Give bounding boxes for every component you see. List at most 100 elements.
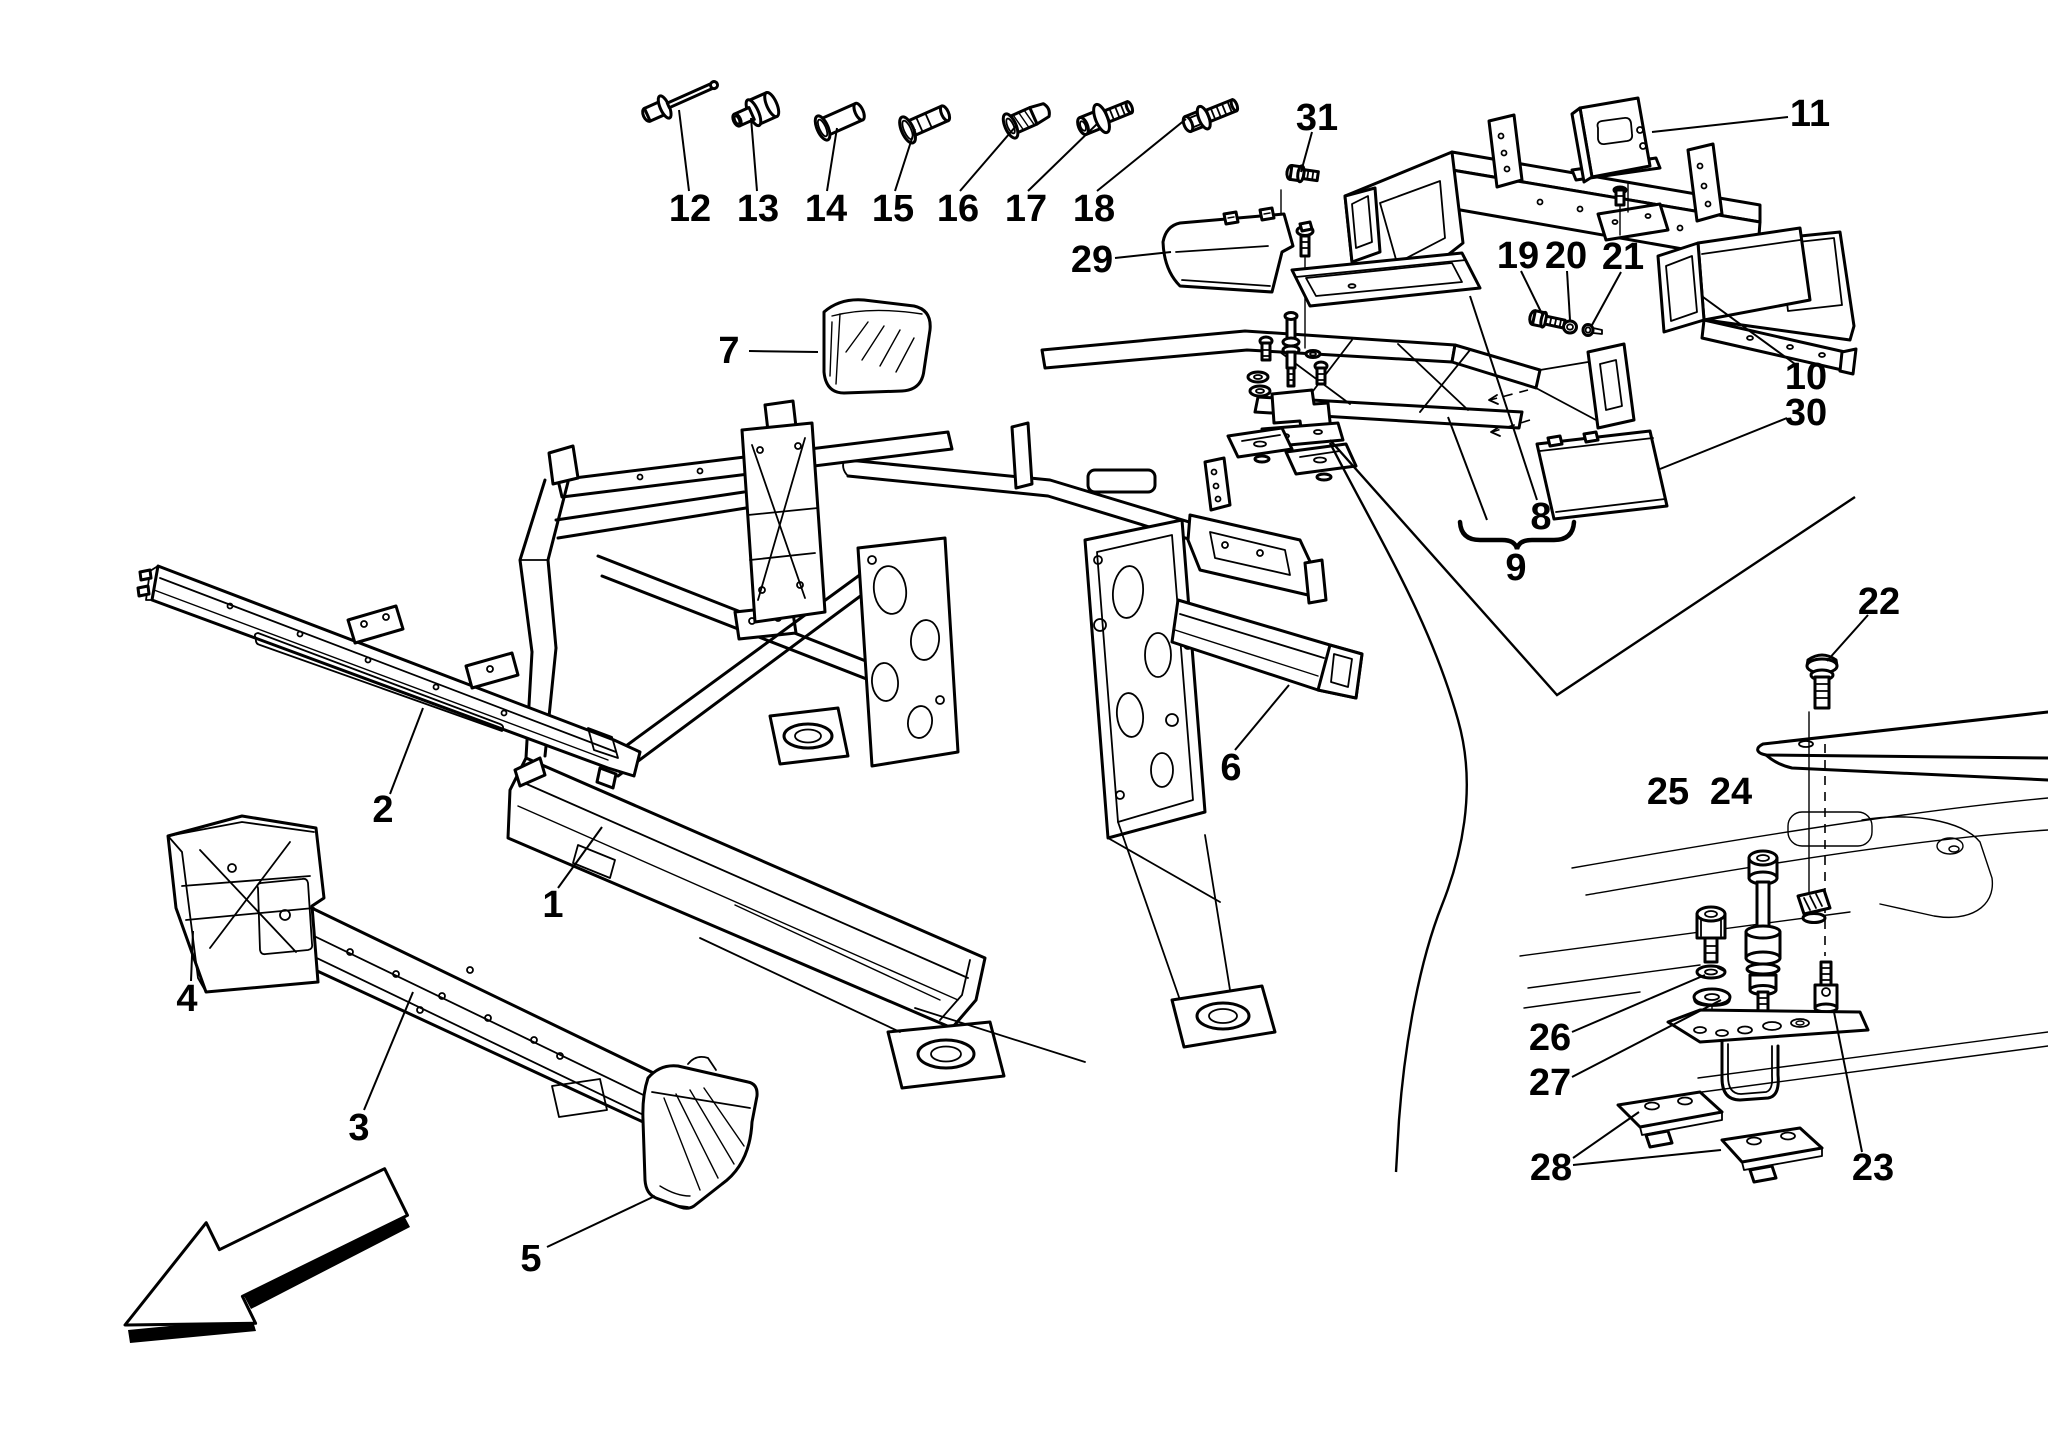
callout-18: 18 <box>1073 188 1115 230</box>
callout-26: 26 <box>1529 1017 1571 1059</box>
callout-19: 19 <box>1497 235 1539 277</box>
callout-12: 12 <box>669 188 711 230</box>
part-14-threaded-insert-icon <box>813 101 866 142</box>
direction-arrow-icon <box>123 1167 410 1343</box>
leader-line-8 <box>1469 295 1538 501</box>
callout-25: 25 <box>1647 771 1689 813</box>
crossmember-assembly <box>1343 113 1858 376</box>
leader-line-21 <box>1591 271 1622 326</box>
leader-line-28 <box>1572 1111 1640 1159</box>
callout-29: 29 <box>1071 239 1113 281</box>
leader-line-2 <box>389 707 424 795</box>
part-8-tray <box>1290 251 1482 308</box>
callout-16: 16 <box>937 188 979 230</box>
leader-lines <box>190 109 1869 1248</box>
leader-line-10 <box>1702 296 1796 365</box>
detail-view <box>1519 653 2048 1184</box>
leader-line-1 <box>557 826 603 889</box>
leader-line-20 <box>1566 270 1571 321</box>
leader-line-9 <box>1447 416 1488 521</box>
leader-line-17 <box>1027 122 1099 192</box>
detail-projection-lines <box>1328 439 1856 1173</box>
part-5-cap <box>641 1055 759 1210</box>
part-23-bolt-icon <box>1813 960 1839 1014</box>
callout-23: 23 <box>1852 1147 1894 1189</box>
callout-1: 1 <box>542 884 563 926</box>
part-17-screw-washer-icon <box>1076 100 1135 137</box>
leader-line-18 <box>1096 118 1187 192</box>
part-22-bolt-icon <box>1805 653 1839 710</box>
subframe-assembly <box>1040 220 1636 482</box>
leader-line-28 <box>1572 1149 1722 1166</box>
callout-27: 27 <box>1529 1062 1571 1104</box>
leader-line-22 <box>1826 614 1869 662</box>
part-30-panel <box>1535 429 1669 521</box>
callout-11: 11 <box>1790 93 1830 135</box>
leader-line-15 <box>894 128 916 192</box>
leader-line-3 <box>363 991 414 1111</box>
callout-24: 24 <box>1710 771 1752 813</box>
callout-2: 2 <box>372 789 393 831</box>
part-21-nut-icon <box>1581 323 1595 337</box>
callout-6: 6 <box>1220 747 1241 789</box>
leader-line-30 <box>1659 417 1788 470</box>
part-11-bracket <box>1570 96 1662 236</box>
part-2-rail <box>136 564 642 790</box>
part-24-25-stud-icon <box>1744 849 1782 1031</box>
callout-10: 10 <box>1785 356 1827 398</box>
crossmember-post-right <box>1686 142 1724 223</box>
leader-line-29 <box>1114 251 1172 259</box>
leader-line-31 <box>1300 131 1313 173</box>
callout-3: 3 <box>348 1107 369 1149</box>
leader-line-16 <box>959 125 1017 192</box>
part-19-bolt-icon <box>1528 309 1567 330</box>
leader-line-26 <box>1571 974 1706 1033</box>
part-15-push-rivet-icon <box>898 104 952 145</box>
part-1-main-frame <box>506 399 1328 1090</box>
part-29-panel <box>1161 206 1295 294</box>
leader-line-14 <box>826 127 838 192</box>
part-31-bolt-icon <box>1285 163 1320 184</box>
part-18-flange-bolt-icon <box>1181 98 1240 134</box>
part-4-bracket <box>166 814 326 994</box>
part-20-washer-icon <box>1562 319 1578 335</box>
part-6-tube <box>1170 598 1364 700</box>
callout-14: 14 <box>805 188 847 230</box>
subframe-end-plate <box>1586 342 1636 430</box>
callout-28: 28 <box>1530 1147 1572 1189</box>
callout-20: 20 <box>1545 235 1587 277</box>
part-26-27-bolt-washers-icon <box>1692 905 1732 1029</box>
part-12-rivet-icon <box>641 80 719 123</box>
hardware-19-20-21 <box>1528 309 1603 337</box>
leader-line-7 <box>748 350 819 353</box>
callout-8: 8 <box>1530 496 1551 538</box>
leader-line-23 <box>1833 1011 1863 1153</box>
part-10-tube <box>1656 226 1812 334</box>
callout-7: 7 <box>718 330 739 372</box>
callout-15: 15 <box>872 188 914 230</box>
leader-line-27 <box>1571 999 1722 1078</box>
callout-13: 13 <box>737 188 779 230</box>
leader-line-5 <box>546 1195 656 1248</box>
leader-line-19 <box>1520 270 1544 317</box>
callout-9: 9 <box>1505 547 1526 589</box>
leader-line-6 <box>1234 684 1290 751</box>
part-13-rivet-nut-icon <box>731 90 781 128</box>
detail-u-bracket <box>1720 1040 1780 1102</box>
callout-30: 30 <box>1785 392 1827 434</box>
callout-22: 22 <box>1858 581 1900 623</box>
callout-31: 31 <box>1296 97 1338 139</box>
callout-5: 5 <box>520 1238 541 1280</box>
callout-17: 17 <box>1005 188 1047 230</box>
leader-line-13 <box>750 117 758 192</box>
leader-line-4 <box>190 930 194 982</box>
callout-4: 4 <box>176 978 197 1020</box>
leader-line-12 <box>678 109 690 192</box>
subframe-stud-icon <box>1281 311 1301 388</box>
leader-line-11 <box>1651 116 1789 133</box>
detail-rail <box>1756 710 2048 782</box>
part-7-pad <box>822 298 932 395</box>
